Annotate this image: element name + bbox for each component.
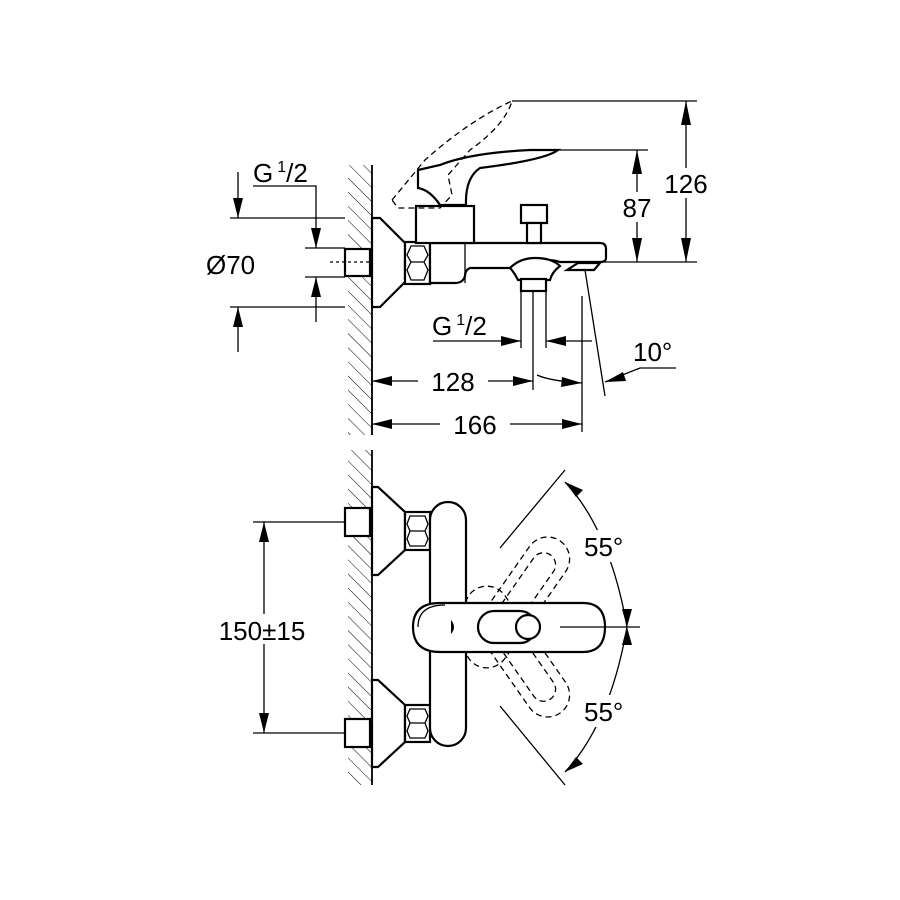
wall-flange [370, 216, 407, 309]
front-view: 55° 55° 150±15 [212, 450, 642, 786]
dim-projection-spout: 166 [453, 410, 496, 440]
dim-projection-outlet: 128 [431, 367, 474, 397]
indicator-mark [451, 620, 454, 634]
lever-open-position [391, 99, 514, 209]
wall-flange-bottom [370, 678, 407, 769]
inlet-connector-bottom [343, 717, 372, 749]
dim-lever-angle-up: 55° [584, 532, 623, 562]
outlet-connector [519, 277, 548, 293]
dim-inlet-spacing: 150±15 [219, 616, 306, 646]
wall-hatching [348, 165, 372, 435]
spout-aerator [563, 261, 603, 272]
dim-lever-angle-down: 55° [584, 697, 623, 727]
dim-flange-diameter: Ø70 [206, 250, 255, 280]
dim-spout-angle: 10° [633, 337, 672, 367]
lever-handle [416, 148, 562, 207]
wall-flange-top [370, 485, 407, 577]
inlet-connector-top [343, 506, 372, 538]
dim-height-total: 126 [664, 169, 707, 199]
dim-height-lever: 87 [623, 193, 652, 223]
diverter-knob [519, 203, 549, 225]
hex-nut [403, 240, 432, 286]
cartridge-housing [414, 204, 476, 245]
lever-ring [514, 613, 542, 641]
